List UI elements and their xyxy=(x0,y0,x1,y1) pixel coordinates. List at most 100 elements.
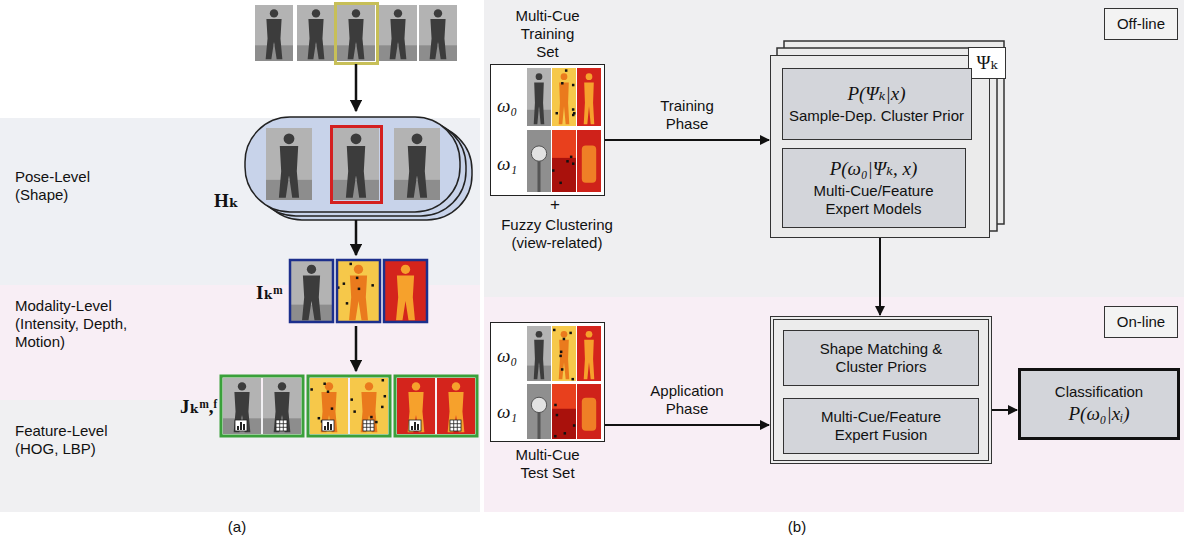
flow-arrow xyxy=(605,424,769,426)
box-label: Multi-Cue/Feature Expert Fusion xyxy=(806,408,956,444)
histogram-bar xyxy=(237,426,239,430)
image-region xyxy=(419,45,457,61)
person-head xyxy=(351,133,362,144)
icon-ground xyxy=(450,420,461,431)
image-region xyxy=(379,5,417,61)
depth-hole xyxy=(559,355,562,358)
image-region xyxy=(337,45,375,61)
depth-hole xyxy=(564,432,567,435)
sample-image xyxy=(384,260,427,322)
depth-hole xyxy=(569,332,572,335)
box-heading: Multi-Cue Training Set xyxy=(508,7,588,61)
depth-hole xyxy=(559,182,562,185)
image-frame xyxy=(384,260,427,322)
image-region xyxy=(333,180,379,200)
depth-hole xyxy=(375,421,378,424)
sample-image xyxy=(552,326,576,381)
image-region xyxy=(337,5,375,61)
person-head xyxy=(412,133,423,144)
depth-hole xyxy=(565,69,568,72)
process-box: P(ω₀|Ψₖ, x)Multi-Cue/Feature Expert Mode… xyxy=(782,148,966,228)
person-body xyxy=(584,83,595,125)
person-body xyxy=(408,392,425,432)
box-label: Shape Matching & Cluster Priors xyxy=(806,340,956,376)
person-body xyxy=(349,276,368,321)
image-region xyxy=(266,128,312,200)
depth-hole xyxy=(560,351,563,354)
grid-icon-lines xyxy=(450,420,461,431)
image-region xyxy=(527,110,551,126)
sample-set-box: Multi-Cue Training Setω₀ω₁ xyxy=(490,64,605,196)
grid-icon xyxy=(276,420,287,431)
depth-hole xyxy=(572,84,575,87)
histogram-icon xyxy=(322,420,334,431)
depth-hole xyxy=(371,284,374,287)
person-body xyxy=(302,276,321,321)
image-region xyxy=(350,378,388,434)
image-region xyxy=(397,378,435,434)
process-box: Multi-Cue/Feature Expert Fusion xyxy=(783,398,979,454)
motion-blob xyxy=(582,146,596,183)
person-head xyxy=(434,9,442,17)
sign-pole xyxy=(538,412,541,440)
person-head xyxy=(238,382,246,390)
image-region xyxy=(552,158,576,192)
sample-image xyxy=(437,378,475,434)
sample-image xyxy=(266,128,312,200)
sample-image xyxy=(297,5,335,61)
person-head xyxy=(412,382,420,390)
depth-hole xyxy=(358,288,361,291)
depth-hole xyxy=(382,379,385,382)
box-label: Multi-Cue/Feature Expert Models xyxy=(799,182,949,218)
person-body xyxy=(274,392,291,432)
level-band: Pose-Level (Shape)Hₖ xyxy=(0,118,480,285)
image-region xyxy=(263,378,301,434)
box-label: Classification xyxy=(1055,383,1143,401)
image-region xyxy=(223,378,261,434)
sample-box-ground xyxy=(490,64,605,196)
person-head xyxy=(284,133,295,144)
image-frame xyxy=(395,376,477,436)
sample-box-ground xyxy=(490,322,605,442)
person-head xyxy=(401,265,410,274)
sample-image xyxy=(397,378,435,434)
sample-image xyxy=(527,384,551,439)
image-region xyxy=(310,378,348,434)
depth-hole xyxy=(310,388,313,391)
image-region xyxy=(266,180,312,200)
image-region xyxy=(337,260,380,322)
person-body xyxy=(559,83,570,125)
person-head xyxy=(312,9,320,17)
phase-tag: On-line xyxy=(1104,306,1178,338)
image-region xyxy=(290,260,333,322)
sample-image xyxy=(577,130,601,192)
image-frame xyxy=(336,4,378,64)
person-body xyxy=(308,19,325,59)
sample-image xyxy=(527,68,551,126)
offline-band-ground xyxy=(484,0,1184,297)
image-region xyxy=(333,128,379,200)
histogram-bar xyxy=(330,424,332,430)
person-head xyxy=(561,331,568,338)
image-region xyxy=(527,326,551,381)
note-label: Fuzzy Clustering (view-related) xyxy=(497,216,617,252)
traffic-sign xyxy=(531,146,546,161)
depth-hole xyxy=(553,329,556,332)
image-region xyxy=(552,409,576,439)
depth-hole xyxy=(327,390,330,393)
grid-icon-lines xyxy=(276,420,287,431)
fusion-container: Shape Matching & Cluster PriorsMulti-Cue… xyxy=(770,316,992,464)
image-region xyxy=(527,384,551,439)
person-body xyxy=(321,392,338,432)
class-label: ω₁ xyxy=(497,401,517,423)
person-body xyxy=(390,19,407,59)
image-region xyxy=(527,366,551,381)
image-region xyxy=(290,305,333,322)
class-label: ω₀ xyxy=(497,345,517,367)
depth-hole xyxy=(318,417,321,420)
image-frame xyxy=(332,127,382,203)
image-region xyxy=(577,326,601,381)
person-body xyxy=(234,392,251,432)
sample-image xyxy=(527,326,551,381)
depth-hole xyxy=(556,414,559,417)
